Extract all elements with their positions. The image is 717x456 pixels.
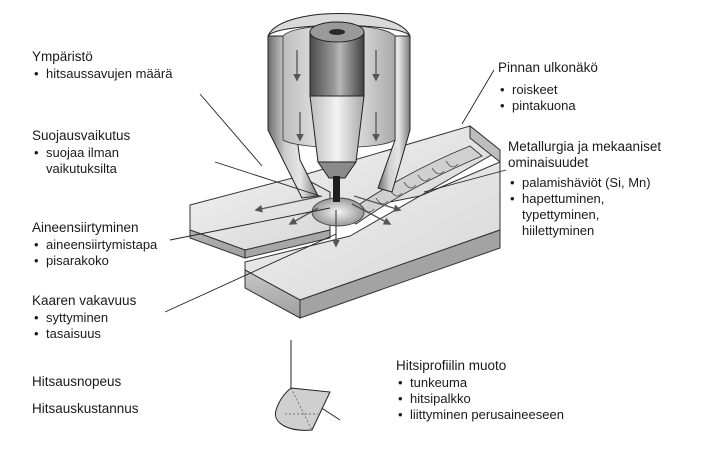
group-material-transfer: Aineensiirtyminen aineensiirtymistapa pi…	[32, 220, 157, 269]
group-surface-appearance: Pinnan ulkonäkö roiskeet pintakuona	[498, 60, 598, 114]
welding-speed-label: Hitsausnopeus	[32, 374, 122, 389]
welding-cost-label: Hitsauskustannus	[32, 401, 139, 416]
right-plate	[244, 161, 501, 319]
list-item: hiilettyminen	[522, 223, 595, 238]
group-title-line-2: ominaisuudet	[508, 155, 589, 170]
list-item: syttyminen	[32, 310, 136, 326]
contact-tube	[309, 21, 365, 179]
group-protection: Suojausvaikutus suojaa ilman vaikutuksil…	[32, 128, 130, 177]
list-item: liittyminen perusaineeseen	[396, 407, 564, 423]
list-item: hitsipalkko	[396, 391, 564, 407]
group-title: Pinnan ulkonäkö	[498, 60, 598, 75]
group-title: Kaaren vakavuus	[32, 293, 137, 308]
group-environment: Ympäristö hitsaussavujen määrä	[32, 49, 172, 82]
list-item: pintakuona	[498, 98, 598, 114]
group-metallurgy: Metallurgia ja mekaaniset ominaisuudet p…	[508, 139, 661, 239]
group-weld-profile: Hitsiprofiilin muoto tunkeuma hitsipalkk…	[396, 358, 564, 423]
list-item: pisarakoko	[32, 253, 157, 269]
group-title: Suojausvaikutus	[32, 128, 131, 143]
list-item: tunkeuma	[396, 375, 564, 391]
list-item: hitsaussavujen määrä	[32, 66, 172, 82]
gas-flow-arrows	[254, 50, 402, 248]
group-arc-stability: Kaaren vakavuus syttyminen tasaisuus	[32, 293, 136, 342]
list-item: typettyminen,	[522, 207, 600, 222]
group-title: Ympäristö	[32, 49, 93, 64]
leader-lines	[164, 69, 507, 313]
group-title-line-1: Metallurgia ja mekaaniset	[508, 139, 662, 154]
group-title: Hitsiprofiilin muoto	[396, 358, 507, 373]
list-item: hapettuminen,	[508, 191, 661, 207]
weld-profile-icon	[274, 340, 341, 431]
list-item: tasaisuus	[32, 326, 136, 342]
weld-pool	[311, 197, 365, 227]
list-item: vaikutuksilta	[46, 161, 117, 176]
list-item: palamishäviöt (Si, Mn)	[508, 175, 661, 191]
wire-electrode	[333, 176, 340, 202]
list-item: suojaa ilman	[32, 145, 130, 161]
list-item: roiskeet	[498, 82, 598, 98]
list-item: aineensiirtymistapa	[32, 237, 157, 253]
group-title: Aineensiirtyminen	[32, 220, 139, 235]
